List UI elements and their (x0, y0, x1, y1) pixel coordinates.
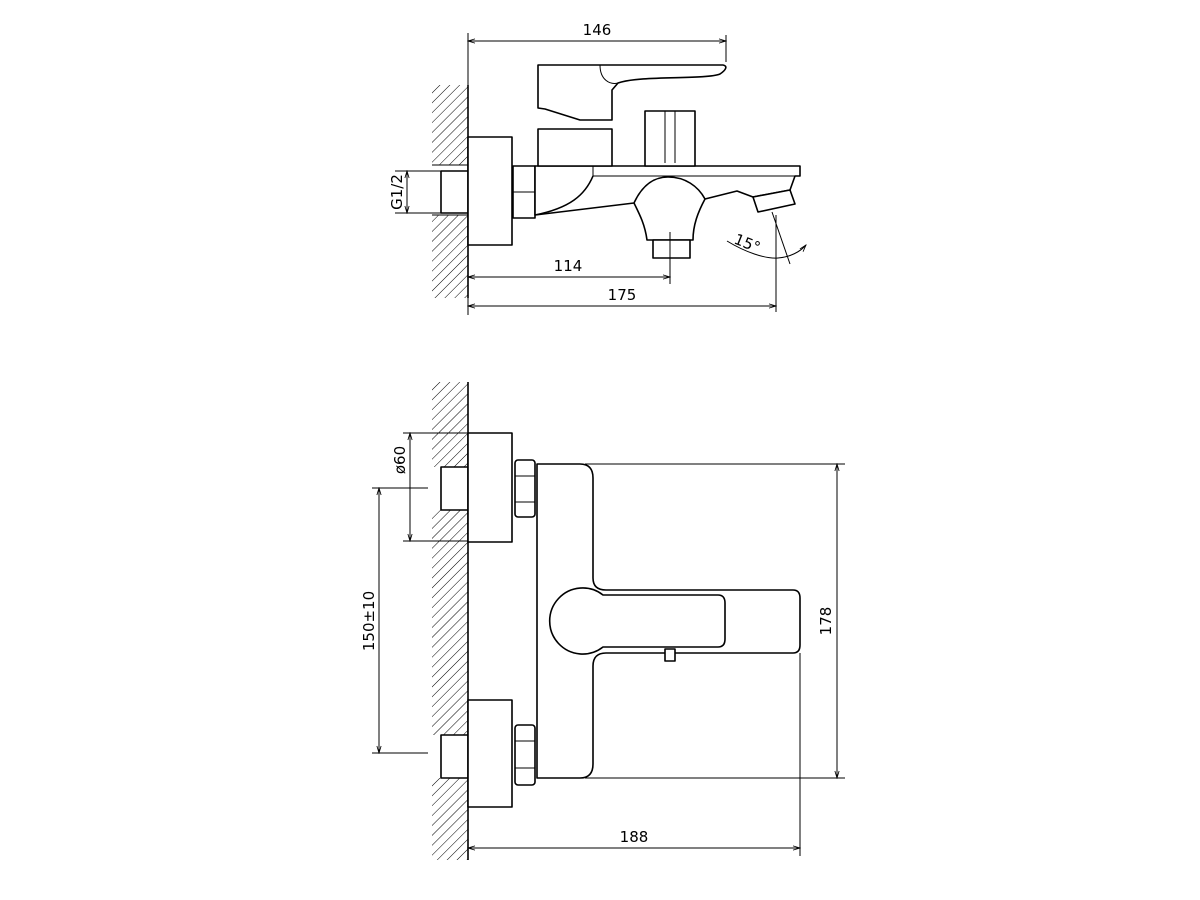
dim-150-10: 150±10 (360, 591, 378, 651)
lever-handle (548, 587, 726, 655)
hex-nut (512, 165, 536, 219)
dim-15-deg: 15° (732, 230, 763, 257)
outlet-thread (652, 239, 691, 259)
cartridge-housing (537, 128, 613, 167)
wall-hatch (432, 382, 469, 860)
inlet-pipe (440, 170, 469, 214)
dim-178: 178 (817, 607, 835, 636)
hex-nut-bottom (514, 724, 536, 786)
inlet-pipe-bottom (440, 734, 469, 779)
inlet-pipe-top (440, 466, 469, 511)
mixer-body (534, 165, 801, 268)
wall-flange-top (467, 432, 513, 543)
aerator (752, 189, 796, 213)
front-view: ø60 150±10 178 188 (360, 382, 845, 860)
dim-146: 146 (583, 21, 612, 39)
hex-nut-top (514, 459, 536, 518)
dim-175: 175 (608, 286, 637, 304)
diverter-knob (644, 110, 696, 167)
wall-hatch (432, 85, 469, 298)
lever-handle (537, 64, 727, 121)
side-view: 146 G1/2 114 175 15° (388, 21, 806, 315)
dim-g1-2: G1/2 (388, 174, 406, 210)
dim-114: 114 (554, 257, 583, 275)
wall-flange-bottom (467, 699, 513, 808)
dim-diameter-60: ø60 (391, 446, 409, 474)
diverter-stub (664, 648, 676, 662)
dim-188: 188 (620, 828, 649, 846)
wall-flange (467, 136, 513, 246)
